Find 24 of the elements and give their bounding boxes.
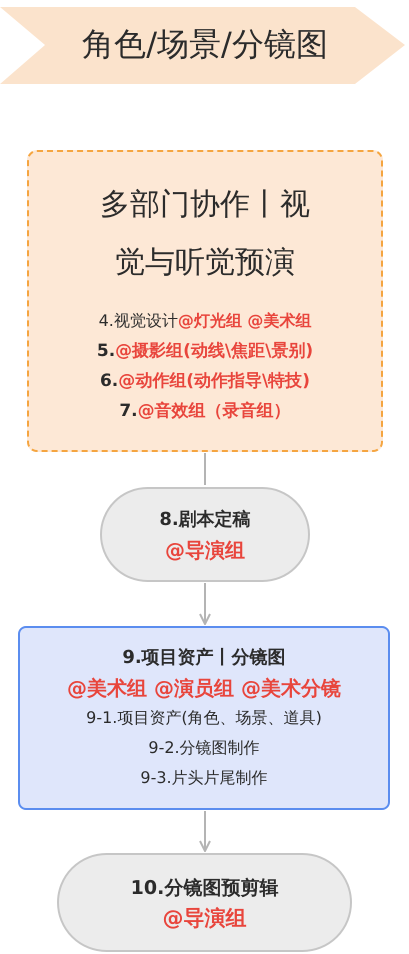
flowchart-dashed-box: [27, 150, 383, 452]
title: 角色/场景/分镜图: [81, 24, 329, 64]
process-box: [18, 626, 390, 810]
team-tag: @导演组: [162, 906, 246, 930]
step-label: 5.: [96, 341, 116, 361]
team-tag: @导演组: [165, 538, 245, 562]
step-label: 9-3.片头片尾制作: [140, 768, 268, 787]
arrow: [199, 583, 211, 625]
connector-line: [204, 453, 206, 485]
team-tag: @灯光组 @美术组: [178, 311, 312, 330]
step-label: 9-1.项目资产(角色、场景、道具): [86, 708, 322, 727]
step-label: 10.分镜图预剪辑: [130, 876, 278, 898]
team-tag: @美术组 @演员组 @美术分镜: [67, 676, 341, 700]
step-label: 9.项目资产丨分镜图: [122, 647, 286, 668]
step-label: 6.: [100, 371, 118, 391]
step-label: 7.: [119, 401, 138, 421]
step-label: 9-2.分镜图制作: [148, 738, 260, 757]
step-label: 4.视觉设计: [98, 311, 178, 330]
team-tag: @摄影组(动线\焦距\景别): [115, 341, 314, 361]
arrow: [199, 811, 211, 852]
team-tag: @动作组(动作指导\特技): [118, 371, 310, 391]
step-label: 8.剧本定稿: [159, 508, 251, 530]
box-heading: 多部门协作丨视觉与听觉预演: [99, 186, 311, 282]
team-tag: @音效组（录音组）: [138, 401, 291, 421]
